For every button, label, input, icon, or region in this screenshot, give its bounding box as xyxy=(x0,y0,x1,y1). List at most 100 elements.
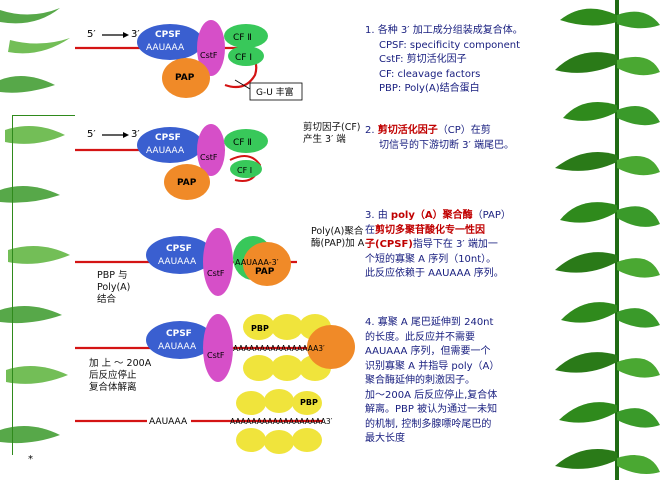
step1-line1: CPSF: specificity component xyxy=(379,39,521,51)
stage4-pbp-5 xyxy=(271,355,303,381)
step1-line2: CstF: 剪切活化因子 xyxy=(379,54,467,65)
stage3-tail-label: AAUAAA-3′ xyxy=(235,258,279,267)
stage5-tail-label: AAAAAAAAAAAAAAAAAA3′ xyxy=(230,417,333,426)
side-note-step3-pbp: PBP 与 Poly(A) 结合 xyxy=(97,270,130,306)
stage2-cpsf xyxy=(137,127,203,163)
bamboo-leaves-right xyxy=(555,0,660,480)
stage2-arrowhead xyxy=(123,132,129,138)
step1-line4: PBP: Poly(A)结合蛋白 xyxy=(379,83,480,94)
stage1-cf1 xyxy=(228,46,264,66)
stage1-gu-box xyxy=(249,82,303,101)
left-decoration: * xyxy=(0,0,75,480)
stage1-cf2 xyxy=(224,24,268,48)
step4-description: 4. 寡聚 A 尾巴延伸到 240nt 的长度。此反应并不需要 AAUAAA 序… xyxy=(365,316,551,447)
stage5-pbp-6 xyxy=(292,428,322,452)
step3-l2a: 在 xyxy=(365,224,375,236)
step3-line2: 在剪切多聚苷酸化专一性因 xyxy=(365,224,551,239)
stage1-cstf xyxy=(197,20,225,76)
step3-line3: 子(CPSF)指导下在 3′ 端加一 xyxy=(365,238,551,253)
stage3-cstf-label: CstF xyxy=(207,269,225,278)
stage4-cpsf-label: CPSF xyxy=(166,329,192,339)
step1-line3: CF: cleavage factors xyxy=(379,68,481,80)
stage4-aauaaa-label: AAUAAA xyxy=(158,342,197,352)
step3-l3b: 指导下在 3′ 端加一 xyxy=(412,239,498,250)
step4-line5: 聚合酶延伸的刺激因子。 xyxy=(365,375,475,386)
step4-line8: 的机制, 控制多腺嘌呤尾巴的 xyxy=(365,418,492,430)
stage1-arrowhead xyxy=(123,32,129,38)
step2-line2: 切信号的下游切断 3′ 端尾巴。 xyxy=(379,139,514,151)
stage3-pap-label: PAP xyxy=(255,267,275,277)
stage5-pbp-2 xyxy=(264,389,294,413)
stage4-pbp-4 xyxy=(243,355,275,381)
stage1-cstf-label: CstF xyxy=(200,51,218,60)
step4-line3: AAUAAA 序列，但需要一个 xyxy=(365,346,491,357)
stage4-cstf xyxy=(203,314,233,382)
step4-line7: 解离。PBP 被认为通过一未知 xyxy=(365,404,498,415)
stage1-cf1-label: CF Ⅰ xyxy=(235,53,252,63)
step3-highlight3: 子(CPSF) xyxy=(365,239,413,250)
step2-highlight: 剪切活化因子 xyxy=(377,125,438,136)
stage1-gu-label: G-U 丰富 xyxy=(256,86,294,98)
stage-4-long-tail: CPSF AAUAAA CstF PBP AAAAAAAAAAAAAAAA3′ xyxy=(75,314,355,382)
step3-description: 3. 由 poly（A）聚合酶（PAP） 在剪切多聚苷酸化专一性因 子(CPSF… xyxy=(365,209,551,282)
step2-description: 2. 剪切活化因子（CP）在剪 切信号的下游切断 3′ 端尾巴。 xyxy=(365,124,551,153)
footer-mark: * xyxy=(28,454,33,465)
stage5-pbp-label: PBP xyxy=(300,398,318,407)
side-note-step4: 加 上 ～ 200A 后反应停止 复合体解离 xyxy=(89,358,151,394)
bamboo-right-decoration xyxy=(555,0,660,480)
stage5-pbp-cluster xyxy=(236,389,322,454)
step4-line9: 最大长度 xyxy=(365,433,405,444)
stage1-5prime-label: 5′ xyxy=(87,29,96,40)
step4-line2: 的长度。此反应并不需要 xyxy=(365,331,475,343)
polyadenylation-diagram: 5′ 3′ CPSF AAUAAA CstF CF Ⅱ CF Ⅰ PAP G-U… xyxy=(75,20,355,454)
stage4-cstf-label: CstF xyxy=(207,351,225,360)
stage5-aauaaa-label: AAUAAA xyxy=(149,417,188,427)
step3-line4: 个短的寡聚 A 序列（10nt）。 xyxy=(365,253,497,265)
step4-line6: 加～200A 后反应停止,复合体 xyxy=(365,389,498,401)
stage1-pap-label: PAP xyxy=(175,73,195,83)
stage4-pbp-2 xyxy=(271,314,303,340)
stage2-5prime-label: 5′ xyxy=(87,129,96,140)
step2-num: 2. xyxy=(365,125,378,136)
slide-content: 5′ 3′ CPSF AAUAAA CstF CF Ⅱ CF Ⅰ PAP G-U… xyxy=(75,0,555,480)
stage1-cpsf xyxy=(137,24,203,60)
stage3-cstf xyxy=(203,228,233,296)
stage1-cpsf-label: CPSF xyxy=(155,30,181,40)
side-note-step3: Poly(A)聚合 酶(PAP)加 A xyxy=(311,226,364,250)
step4-line1: 4. 寡聚 A 尾巴延伸到 240nt xyxy=(365,317,494,328)
step3-highlight2: 剪切多聚苷酸化专一性因 xyxy=(375,224,485,236)
stage-1-assembly: 5′ 3′ CPSF AAUAAA CstF CF Ⅱ CF Ⅰ PAP G-U… xyxy=(75,20,303,101)
side-note-step3-text: Poly(A)聚合 酶(PAP)加 A xyxy=(311,226,365,249)
stage4-cpsf xyxy=(146,321,214,359)
stage2-cf1-label: CF Ⅰ xyxy=(237,166,252,175)
side-note-step2: 剪切因子(CF) 产生 3′ 端 xyxy=(303,122,361,146)
stage4-pbp-label: PBP xyxy=(251,324,269,333)
step3-highlight1: poly（A）聚合酶 xyxy=(390,210,473,221)
step3-num: 3. 由 xyxy=(365,210,391,221)
stage5-label-bg xyxy=(147,414,191,427)
step3-line5: 此反应依赖于 AAUAAA 序列。 xyxy=(365,268,504,279)
left-frame-top xyxy=(12,115,75,116)
stage1-3prime-label: 3′ xyxy=(131,29,140,40)
stage1-pap xyxy=(162,58,210,98)
stage2-cpsf-label: CPSF xyxy=(155,133,181,143)
stage4-pbp-1 xyxy=(243,314,275,340)
stage2-pap-label: PAP xyxy=(177,178,197,188)
bamboo-left-decoration: * xyxy=(0,8,75,465)
stage-5-released: AAUAAA PBP AAAAAAAAAAAAAAAAAA3′ xyxy=(75,389,333,454)
bamboo-leaves-left xyxy=(0,8,70,444)
left-frame-line xyxy=(12,115,13,455)
side-note-step4-text: 加 上 ～ 200A 后反应停止 复合体解离 xyxy=(89,358,152,393)
stage2-cstf-label: CstF xyxy=(200,153,218,162)
step2-rest: （CP）在剪 xyxy=(437,125,491,136)
stage2-pap xyxy=(164,164,210,200)
stage4-tail-label: AAAAAAAAAAAAAAAA3′ xyxy=(233,344,325,353)
side-note-step2-text: 剪切因子(CF) 产生 3′ 端 xyxy=(303,122,361,145)
right-decoration xyxy=(555,0,660,480)
stage2-cf2-label: CF Ⅱ xyxy=(233,138,252,148)
stage3-aauaaa-label: AAUAAA xyxy=(158,257,197,267)
stage4-pbp-cluster xyxy=(243,314,355,381)
step1-description: 1. 各种 3′ 加工成分组装成复合体。 CPSF: specificity c… xyxy=(365,24,551,97)
step3-rest1: （PAP） xyxy=(472,210,511,221)
stage-3-short-tail: CPSF AAUAAA CstF PAP AAUAAA-3′ xyxy=(75,228,297,296)
